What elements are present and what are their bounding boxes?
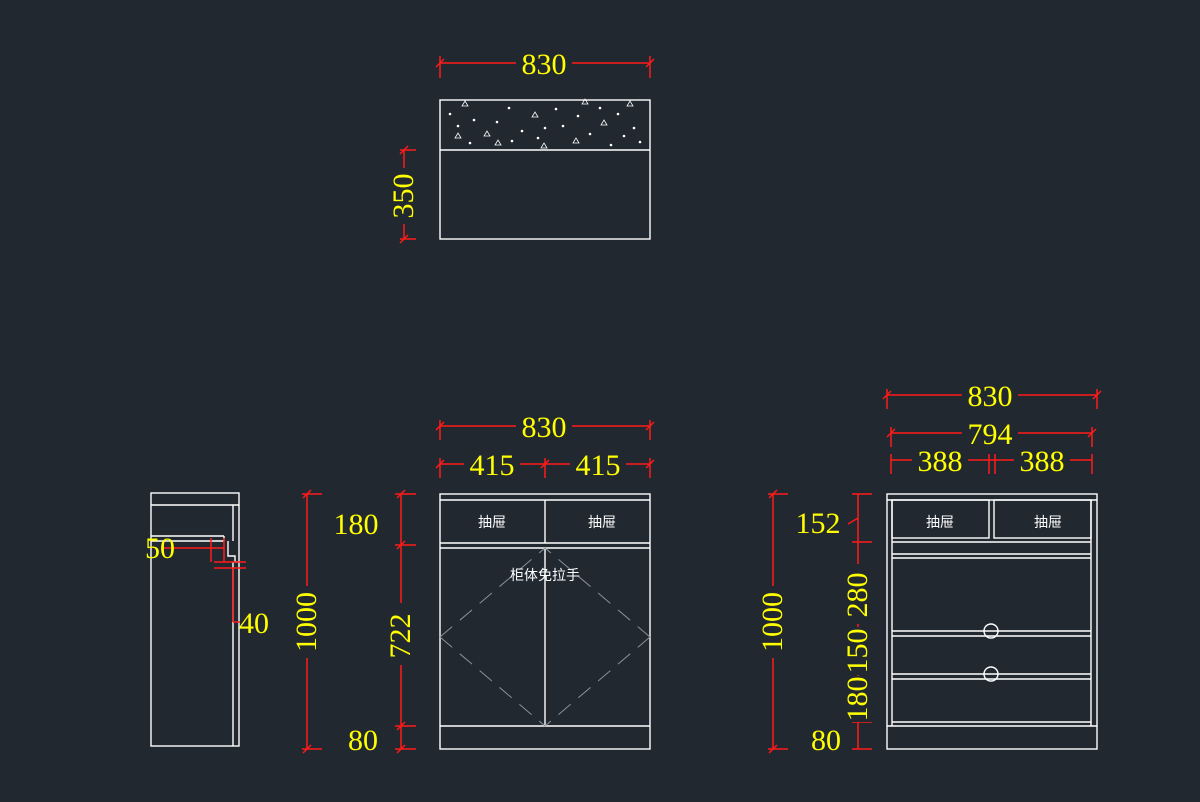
interior-drawer-right [993, 499, 1092, 539]
interior-150-label: 150 [841, 629, 874, 674]
side-50-dimension: 50 [145, 532, 225, 565]
front-width-dimension: 830 [435, 411, 655, 444]
front-total-height-dimension: 1000 [290, 489, 323, 754]
side-40-dimension: 40 [214, 561, 269, 640]
side-40-label: 40 [239, 607, 269, 640]
interior-180-label: 180 [841, 677, 874, 722]
front-drawer-height-label: 180 [334, 508, 379, 541]
top-width-label: 830 [522, 48, 567, 81]
front-drawer-left-label: 抽屉 [478, 515, 506, 531]
interior-view: 830 794 388 388 [756, 380, 1102, 757]
interior-inner-width-label: 794 [968, 418, 1013, 451]
interior-drawer-height-label: 152 [796, 507, 841, 540]
top-width-dimension: 830 [435, 48, 655, 81]
front-view-outline [439, 493, 651, 750]
handle-free-note: 柜体免拉手 [510, 568, 580, 584]
interior-width-label: 830 [968, 380, 1013, 413]
front-view: 830 415 415 抽屉 [290, 411, 655, 757]
front-half-dimensions: 415 415 [435, 449, 655, 482]
interior-section-heights-dimension: 152 280 150 180 80 [796, 493, 874, 757]
interior-width-dimension: 830 [882, 380, 1102, 413]
interior-total-height-dimension: 1000 [756, 489, 789, 754]
top-depth-label: 350 [387, 174, 420, 219]
interior-280-label: 280 [841, 573, 874, 618]
top-depth-dimension: 350 [387, 145, 420, 244]
front-half-left-label: 415 [470, 449, 515, 482]
stone-hatch [448, 98, 642, 149]
front-base-height-label: 80 [348, 724, 378, 757]
interior-drawer-right-width-label: 388 [1020, 445, 1065, 478]
front-drawer-right-label: 抽屉 [588, 515, 616, 531]
interior-drawer-left [891, 499, 990, 539]
side-view-outline [150, 492, 240, 747]
knob-upper-icon [983, 623, 999, 639]
front-height-label: 1000 [290, 592, 323, 652]
interior-drawer-width-dimensions: 388 388 [890, 445, 1093, 478]
top-view: 830 [387, 48, 655, 244]
front-section-heights-dimension: 180 722 80 [334, 489, 417, 757]
interior-drawer-left-width-label: 388 [918, 445, 963, 478]
front-door-height-label: 722 [384, 614, 417, 659]
interior-drawer-left-label: 抽屉 [926, 515, 954, 531]
knob-lower-icon [983, 666, 999, 682]
interior-drawer-right-label: 抽屉 [1034, 515, 1062, 531]
top-view-outline [439, 99, 651, 240]
side-50-label: 50 [145, 532, 175, 565]
front-width-label: 830 [522, 411, 567, 444]
side-view: 50 40 [145, 492, 269, 747]
interior-inner-width-dimension: 794 [886, 418, 1097, 451]
interior-base-height-label: 80 [811, 724, 841, 757]
front-half-right-label: 415 [576, 449, 621, 482]
door-swing-lines [439, 547, 651, 727]
interior-height-label: 1000 [756, 592, 789, 652]
interior-view-outline [886, 493, 1098, 750]
